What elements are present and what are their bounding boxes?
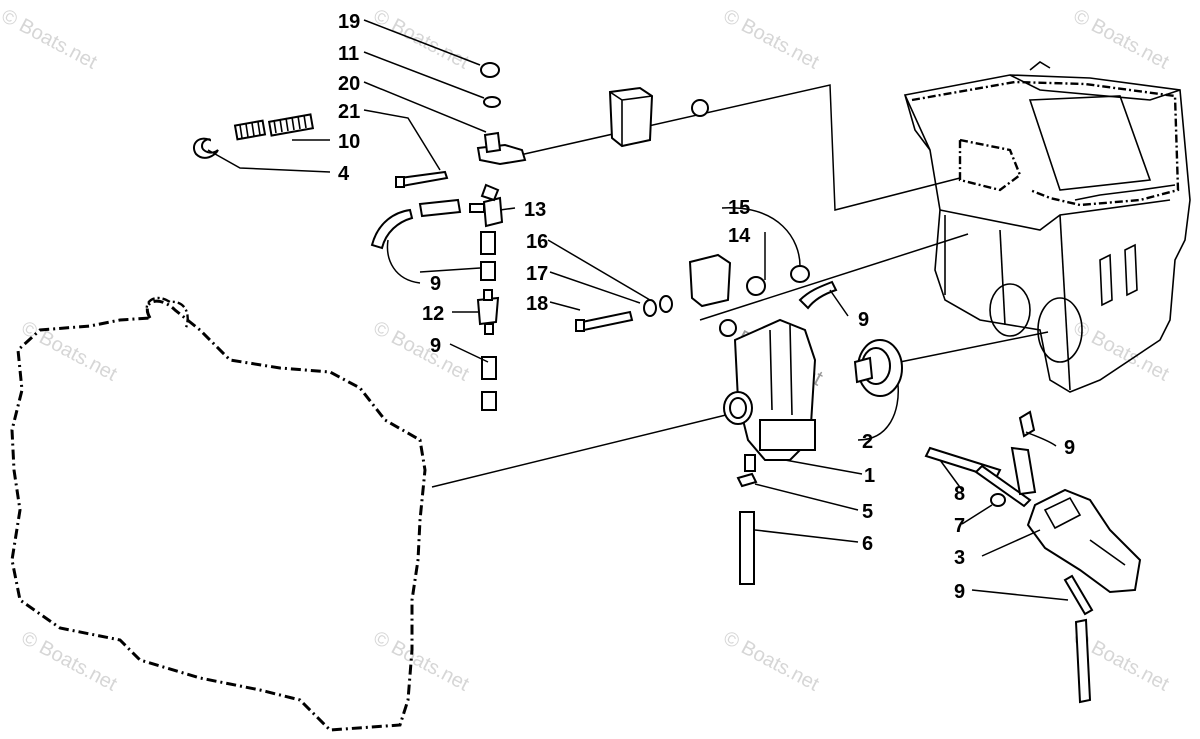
callout-20: 20: [338, 73, 360, 95]
callout-21: 21: [338, 101, 360, 123]
callout-9: 9: [858, 309, 869, 331]
screw: [580, 310, 634, 332]
fuel-filter: [476, 296, 500, 326]
drain-tube: [739, 511, 755, 585]
nut: [990, 493, 1006, 507]
spring: [233, 113, 315, 141]
fuel-hose: [370, 208, 414, 250]
hose-segment: [480, 261, 496, 281]
vacuum-hose: [1063, 574, 1094, 616]
watermark: © Boats.net: [1070, 317, 1173, 386]
callout-17: 17: [526, 263, 548, 285]
watermark: © Boats.net: [370, 627, 473, 696]
watermark: © Boats.net: [370, 5, 473, 74]
watermark: © Boats.net: [18, 317, 121, 386]
snap-ring: [192, 137, 219, 159]
hose-segment: [481, 356, 497, 380]
screw: [398, 170, 449, 188]
cable-bracket: [608, 86, 654, 148]
throttle-bracket: [476, 143, 527, 166]
vacuum-hose: [1074, 618, 1092, 704]
callout-7: 7: [954, 515, 965, 537]
reference-line: [431, 413, 731, 488]
washer: [643, 299, 657, 317]
callout-14: 14: [728, 225, 751, 247]
reference-line: [699, 233, 969, 321]
callout-19: 19: [338, 11, 360, 33]
carburetor: [719, 280, 838, 472]
washer: [483, 96, 501, 108]
hose-clamp: [736, 472, 758, 488]
washer: [659, 295, 673, 313]
grommet: [691, 99, 709, 117]
callout-4: 4: [338, 163, 350, 185]
mount-bracket: [688, 253, 732, 308]
callout-18: 18: [526, 293, 548, 315]
vacuum-hose: [1010, 446, 1037, 496]
watermark: © Boats.net: [1070, 5, 1173, 74]
reference-line: [519, 84, 961, 211]
callout-3: 3: [954, 547, 965, 569]
callout-5: 5: [862, 501, 873, 523]
hose-clamp: [418, 198, 462, 218]
callout-1: 1: [864, 465, 875, 487]
intake-boot: [853, 339, 903, 397]
callout-6: 6: [862, 533, 873, 555]
airbox: [903, 61, 1191, 393]
callout-2: 2: [862, 431, 873, 453]
callout-12: 12: [422, 303, 444, 325]
leader-lines: [207, 19, 1069, 601]
engine-outline: [10, 299, 427, 732]
callout-8: 8: [954, 483, 965, 505]
callout-9: 9: [954, 581, 965, 603]
spacer: [746, 276, 766, 296]
engine-detail: [145, 296, 189, 331]
callout-13: 13: [524, 199, 546, 221]
nut: [480, 62, 500, 78]
callout-10: 10: [338, 131, 360, 153]
callout-9: 9: [430, 335, 441, 357]
watermark: © Boats.net: [370, 317, 473, 386]
callout-16: 16: [526, 231, 548, 253]
fuel-valve: [482, 196, 504, 228]
watermark: © Boats.net: [720, 627, 823, 696]
callout-9: 9: [430, 273, 441, 295]
reed-valve-assembly: [1026, 488, 1142, 594]
watermark: © Boats.net: [720, 5, 823, 74]
callout-9: 9: [1064, 437, 1075, 459]
reference-line: [894, 331, 1049, 364]
vacuum-hose: [1018, 410, 1036, 438]
watermark: © Boats.net: [0, 5, 101, 74]
hose-segment: [480, 231, 496, 255]
callout-11: 11: [338, 43, 359, 65]
callout-15: 15: [728, 197, 750, 219]
grommet: [790, 265, 810, 283]
vacuum-hose: [974, 464, 1032, 508]
callouts: 19 11 20 21 10 4 13 9 12 9 15 14 16 17 1…: [338, 11, 1075, 603]
hose-segment: [481, 391, 497, 411]
